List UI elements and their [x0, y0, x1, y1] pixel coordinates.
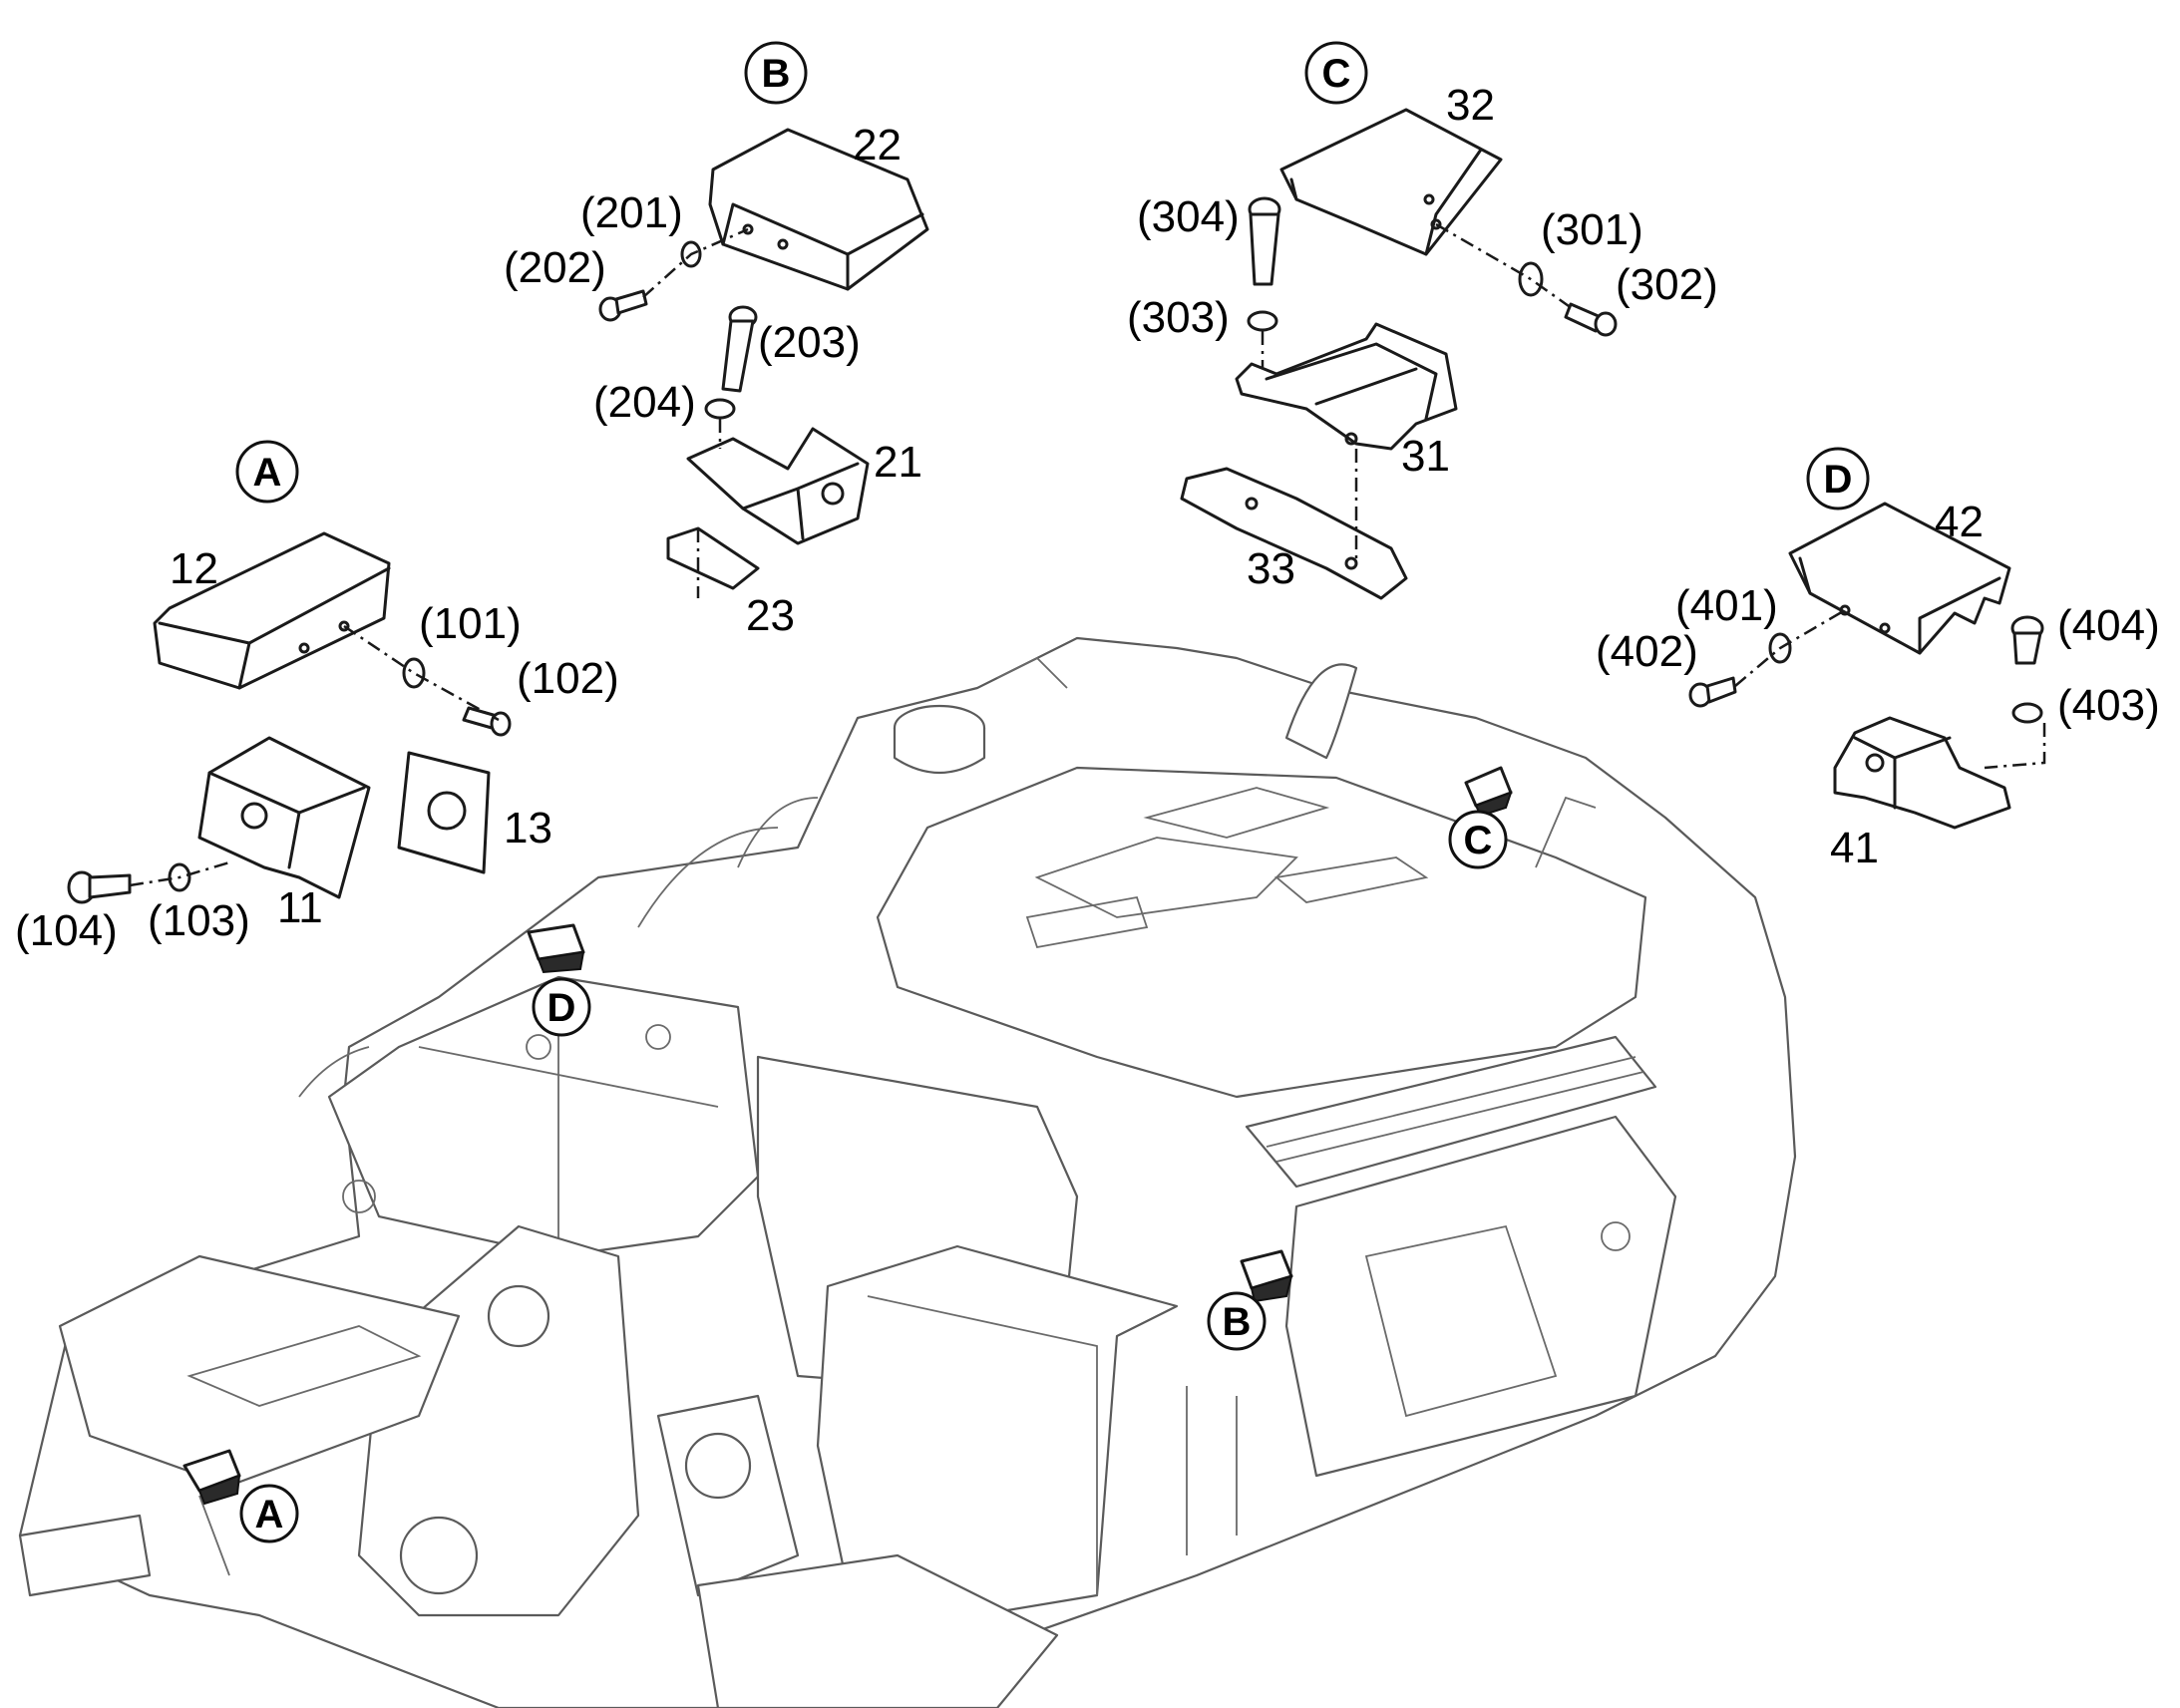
label-103: (103) [148, 896, 250, 945]
mount-marker-A [182, 1449, 241, 1506]
callout-a-machine: A [239, 1484, 299, 1543]
label-104: (104) [15, 906, 118, 955]
part-21-bracket [686, 427, 870, 545]
label-201: (201) [580, 188, 683, 237]
bolt-202 [598, 289, 648, 322]
mount-marker-C [1464, 766, 1513, 818]
label-33: 33 [1247, 544, 1295, 593]
svg-text:D: D [547, 986, 576, 1030]
svg-text:C: C [1464, 819, 1493, 862]
bolt-304 [1248, 196, 1281, 286]
part-41-bracket [1833, 716, 2011, 830]
label-303: (303) [1127, 293, 1230, 342]
mount-marker-D [527, 923, 585, 974]
label-22: 22 [853, 121, 902, 170]
callout-d-top: D [1806, 447, 1870, 511]
label-13: 13 [504, 804, 552, 853]
svg-text:B: B [1223, 1300, 1252, 1344]
label-202: (202) [504, 243, 606, 292]
part-12-cover [153, 531, 391, 690]
svg-text:B: B [762, 52, 791, 96]
group-c [1180, 108, 1618, 600]
group-b [598, 128, 929, 598]
group-d [1688, 502, 2046, 830]
callout-c-top: C [1304, 41, 1368, 105]
label-101: (101) [419, 599, 522, 648]
label-41: 41 [1830, 824, 1879, 872]
part-23-block [666, 526, 760, 590]
part-11-bracket [197, 736, 371, 899]
label-42: 42 [1935, 498, 1984, 546]
svg-text:C: C [1322, 52, 1351, 96]
machine-body [18, 636, 1797, 1708]
bolt-104 [67, 870, 132, 904]
label-21: 21 [874, 438, 922, 487]
part-32-cover [1279, 108, 1503, 256]
label-402: (402) [1596, 627, 1698, 676]
bolt-404 [2010, 615, 2044, 665]
label-32: 32 [1446, 81, 1495, 130]
svg-text:A: A [253, 451, 282, 495]
mount-marker-B [1240, 1249, 1293, 1303]
label-102: (102) [517, 654, 619, 703]
label-401: (401) [1675, 581, 1778, 630]
group-a [67, 531, 512, 904]
label-301: (301) [1541, 205, 1643, 254]
label-302: (302) [1616, 260, 1718, 309]
callout-b-top: B [744, 41, 808, 105]
label-11: 11 [277, 883, 323, 932]
label-404: (404) [2057, 601, 2160, 650]
callout-a-top: A [235, 440, 299, 504]
callout-b-machine: B [1207, 1291, 1267, 1351]
label-23: 23 [746, 591, 795, 640]
part-31-bracket [1235, 322, 1458, 451]
label-204: (204) [593, 378, 696, 427]
part-22-cover [708, 128, 929, 291]
bolt-402 [1688, 676, 1737, 708]
svg-text:A: A [255, 1493, 284, 1537]
label-12: 12 [170, 544, 218, 593]
label-304: (304) [1137, 192, 1240, 241]
label-203: (203) [758, 318, 861, 367]
label-31: 31 [1401, 432, 1450, 481]
part-13-plate [397, 751, 491, 874]
part-42-cover [1788, 502, 2011, 655]
label-403: (403) [2057, 681, 2160, 730]
part-33-bar [1180, 467, 1408, 600]
callout-d-machine: D [532, 977, 591, 1037]
bolt-203 [721, 305, 758, 393]
bolt-302 [1564, 302, 1618, 337]
callout-c-machine: C [1448, 810, 1508, 869]
svg-text:D: D [1824, 458, 1853, 502]
